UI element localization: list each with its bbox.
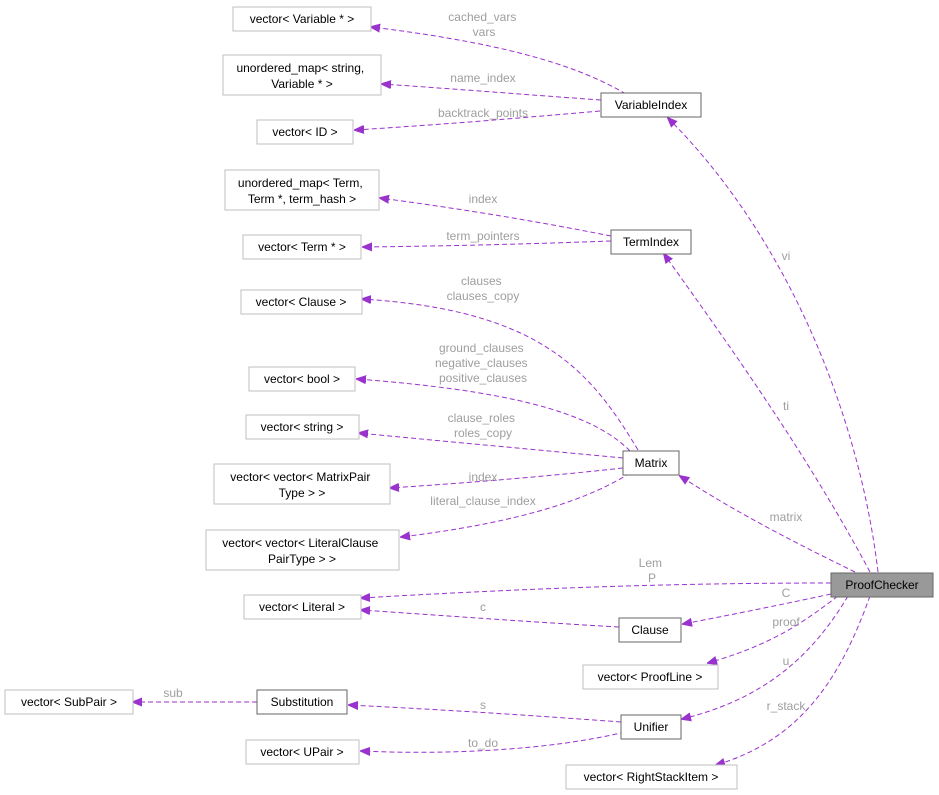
node-vector-right-stack-item[interactable]: vector< RightStackItem > <box>565 764 738 790</box>
node-vector-sub-pair[interactable]: vector< SubPair > <box>4 689 134 715</box>
svg-text:unordered_map< Term, T: unordered_map< Term, Term *, term_hash > <box>238 176 366 206</box>
edge-m-lc <box>401 472 631 537</box>
svg-text:ProofChecker: ProofChecker <box>845 578 918 592</box>
edges <box>133 27 879 765</box>
edge-vi-vecvar <box>371 27 627 95</box>
node-vector-id[interactable]: vector< ID > <box>256 119 354 145</box>
edge-labels: cached_vars vars name_index backtrack_po… <box>163 10 806 750</box>
edge-pc-pl <box>708 595 839 663</box>
node-vector-literal[interactable]: vector< Literal > <box>243 594 362 620</box>
edge-label-pc-rsi: r_stack <box>767 699 807 713</box>
svg-text:Matrix: Matrix <box>635 456 668 470</box>
svg-text:vector< vector< MatrixPair: vector< vector< MatrixPair Type > > <box>230 470 373 500</box>
svg-text:vector< vector< LiteralClause: vector< vector< LiteralClause PairType >… <box>222 536 381 566</box>
svg-text:vector< Term * >: vector< Term * > <box>258 240 346 254</box>
svg-text:unordered_map< string,: unordered_map< string, Variable * > <box>236 61 367 91</box>
edge-label-m-mp: index <box>469 470 498 484</box>
edge-cl-lit <box>361 610 620 628</box>
edge-un-subst <box>349 705 622 723</box>
edge-label-vi-umapvar: name_index <box>450 71 515 85</box>
edge-pc-clause <box>683 593 832 624</box>
edge-label-cl-lit: c <box>480 600 486 614</box>
edge-m-mp <box>390 467 624 488</box>
svg-text:Substitution: Substitution <box>271 695 334 709</box>
edge-label-m-lc: literal_clause_index <box>430 494 535 508</box>
edge-pc-unifier <box>682 595 849 719</box>
edge-label-pc-clause: C <box>782 586 791 600</box>
svg-text:vector< UPair >: vector< UPair > <box>260 745 343 759</box>
node-vector-variable[interactable]: vector< Variable * > <box>232 6 372 32</box>
edge-label-pc-matrix: matrix <box>770 510 803 524</box>
svg-text:TermIndex: TermIndex <box>623 235 679 249</box>
svg-text:vector< bool >: vector< bool > <box>264 372 340 386</box>
node-vector-clause[interactable]: vector< Clause > <box>240 289 363 315</box>
edge-label-pc-lit: Lem P <box>639 556 666 585</box>
svg-text:vector< Variable * >: vector< Variable * > <box>250 12 355 26</box>
edge-label-pc-vi: vi <box>782 249 791 263</box>
edge-pc-lit <box>361 582 832 598</box>
node-variable-index[interactable]: VariableIndex <box>600 92 702 118</box>
edge-ti-vecterm <box>363 240 612 247</box>
node-term-index[interactable]: TermIndex <box>610 229 692 255</box>
edge-label-un-subst: s <box>480 698 486 712</box>
nodes: vector< Variable * > unordered_map< stri… <box>4 6 934 790</box>
node-vector-bool[interactable]: vector< bool > <box>248 366 356 392</box>
edge-vi-vecid <box>355 110 601 130</box>
svg-text:vector< string >: vector< string > <box>261 420 344 434</box>
edge-vi-umapvar <box>382 84 602 101</box>
node-vector-matrix-pair[interactable]: vector< vector< MatrixPair Type > > <box>213 463 391 505</box>
svg-text:Clause: Clause <box>631 623 669 637</box>
edge-m-clause <box>362 299 639 451</box>
node-vector-upair[interactable]: vector< UPair > <box>245 739 360 765</box>
svg-text:vector< Literal >: vector< Literal > <box>259 600 345 614</box>
node-substitution[interactable]: Substitution <box>256 689 348 715</box>
edge-label-ti-vecterm: term_pointers <box>446 229 519 243</box>
edge-m-string <box>359 433 624 459</box>
svg-text:vector< RightStackItem >: vector< RightStackItem > <box>584 770 719 784</box>
node-proof-checker[interactable]: ProofChecker <box>830 572 934 598</box>
edge-pc-rsi <box>716 595 871 765</box>
edge-pc-vi <box>668 118 879 573</box>
edge-label-vi-vecid: backtrack_points <box>438 106 528 120</box>
svg-text:VariableIndex: VariableIndex <box>615 98 688 112</box>
edge-label-pc-ti: ti <box>783 399 789 413</box>
node-unordered-map-term[interactable]: unordered_map< Term, Term *, term_hash > <box>224 169 380 211</box>
edge-label-sub-subpair: sub <box>163 686 183 700</box>
node-vector-proof-line[interactable]: vector< ProofLine > <box>582 664 719 690</box>
edge-label-pc-pl: proof <box>772 615 800 629</box>
svg-text:vector< SubPair >: vector< SubPair > <box>21 695 117 709</box>
edge-label-vi-vecvar: cached_vars vars <box>448 10 519 39</box>
node-vector-string[interactable]: vector< string > <box>245 414 360 440</box>
node-clause[interactable]: Clause <box>618 617 682 643</box>
node-unifier[interactable]: Unifier <box>620 714 682 740</box>
edge-label-ti-umapterm: index <box>469 192 498 206</box>
edge-label-m-string: clause_roles roles_copy <box>448 411 519 440</box>
svg-text:vector< Clause >: vector< Clause > <box>256 295 347 309</box>
edge-pc-ti <box>664 254 871 573</box>
svg-text:Unifier: Unifier <box>634 720 669 734</box>
edge-pc-matrix <box>680 476 856 573</box>
edge-label-m-bool: ground_clauses negative_clauses positive… <box>435 341 531 385</box>
node-vector-term[interactable]: vector< Term * > <box>242 234 362 260</box>
svg-text:vector< ProofLine >: vector< ProofLine > <box>598 670 703 684</box>
svg-text:vector< ID >: vector< ID > <box>272 125 337 139</box>
edge-label-pc-unifier: u <box>783 654 790 668</box>
node-unordered-map-variable[interactable]: unordered_map< string, Variable * > <box>222 54 382 96</box>
node-matrix[interactable]: Matrix <box>622 450 680 476</box>
node-vector-literal-clause[interactable]: vector< vector< LiteralClause PairType >… <box>205 529 400 571</box>
edge-label-m-clause: clauses clauses_copy <box>447 274 520 303</box>
edge-un-upair <box>361 731 626 752</box>
edge-label-un-upair: to_do <box>468 736 498 750</box>
edge-m-bool <box>357 379 631 452</box>
edge-ti-umapterm <box>380 198 612 237</box>
